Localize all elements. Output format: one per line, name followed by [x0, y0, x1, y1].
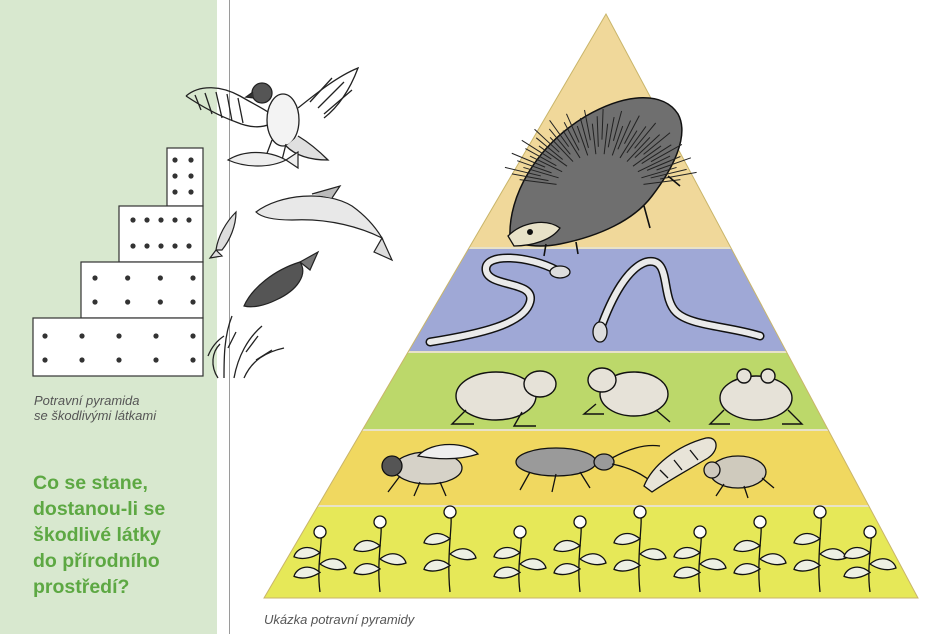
question-line-3: škodlivé látky [33, 522, 223, 548]
pyramid-tier-hedgehog [0, 0, 928, 248]
left-figure-caption: Potravní pyramida se škodlivými látkami [34, 393, 214, 423]
plant-flower [814, 506, 826, 518]
left-caption-line-1: Potravní pyramida [34, 393, 214, 408]
question-line-4: do přírodního [33, 548, 223, 574]
left-caption-line-2: se škodlivými látkami [34, 408, 214, 423]
main-figure-caption: Ukázka potravní pyramidy [264, 612, 414, 627]
plant-flower [574, 516, 586, 528]
plant-flower [444, 506, 456, 518]
question-line-2: dostanou-li se [33, 496, 223, 522]
plant-flower [314, 526, 326, 538]
plant-flower [514, 526, 526, 538]
plant-flower [694, 526, 706, 538]
plant-flower [864, 526, 876, 538]
question-line-1: Co se stane, [33, 470, 223, 496]
plant-flower [374, 516, 386, 528]
question-heading: Co se stane, dostanou-li se škodlivé lát… [33, 470, 223, 600]
question-line-5: prostředí? [33, 574, 223, 600]
plant-flower [754, 516, 766, 528]
plant-flower [634, 506, 646, 518]
